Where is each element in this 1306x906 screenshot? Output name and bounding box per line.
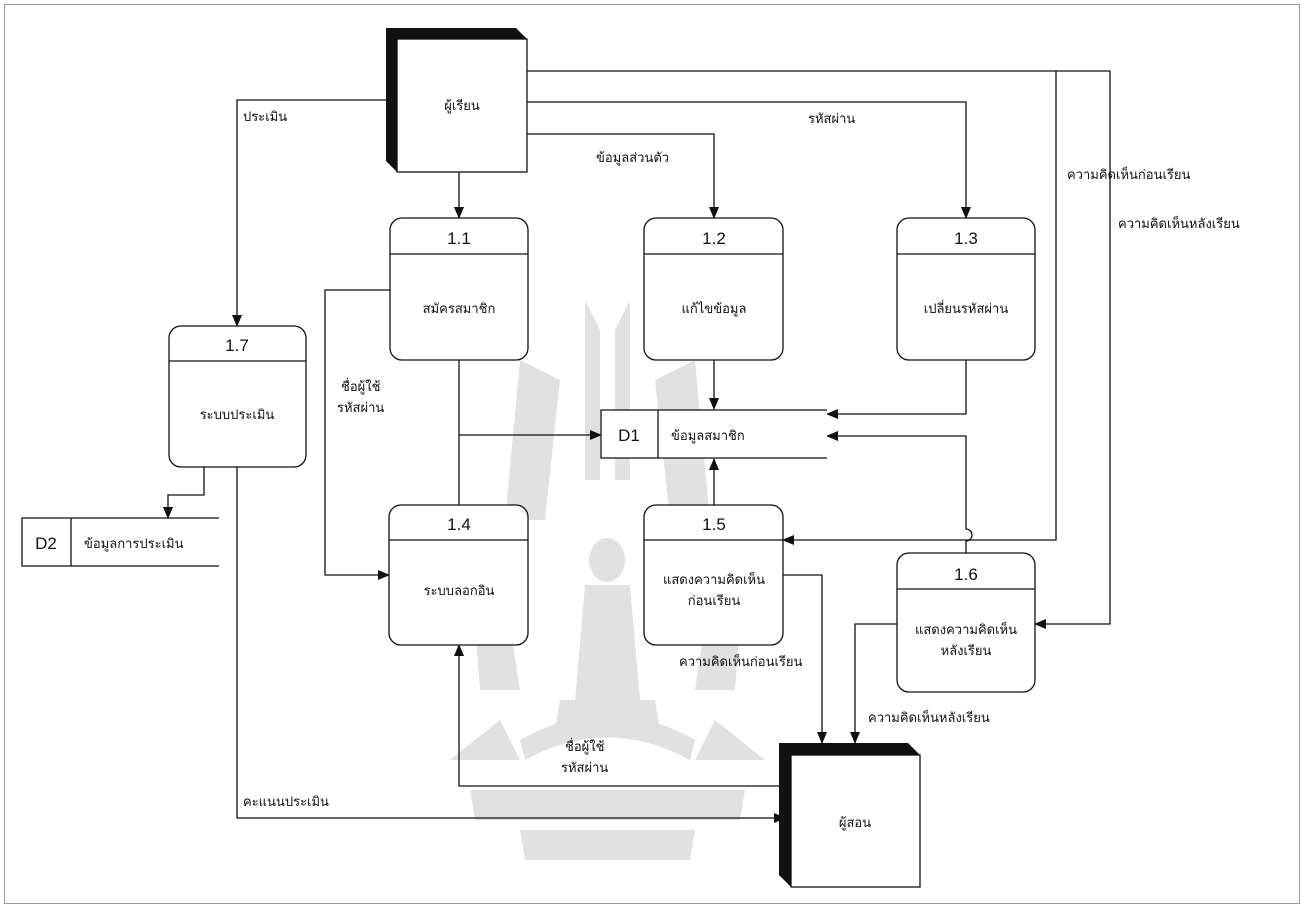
flow-label-teacher-password: รหัสผ่าน <box>561 761 608 776</box>
flow-label-opinion-before-out: ความคิดเห็นก่อนเรียน <box>679 652 803 670</box>
entity-teacher-label: ผู้สอน <box>839 816 871 831</box>
flow-label-username: ชื่อผู้ใช้ <box>341 378 381 395</box>
process-1-7: 1.7 ระบบประเมิน <box>168 325 307 468</box>
process-name: ระบบลอกอิน <box>424 584 495 599</box>
flow-label-personal-info: ข้อมูลส่วนตัว <box>596 151 669 166</box>
flow-label-login-password: รหัสผ่าน <box>337 401 384 416</box>
flow-label-opinion-after-out: ความคิดเห็นหลังเรียน <box>868 708 990 726</box>
watermark-emblem <box>450 300 765 860</box>
process-1-5: 1.5 แสดงความคิดเห็น ก่อนเรียน <box>643 504 784 646</box>
process-1-4: 1.4 ระบบลอกอิน <box>388 504 529 646</box>
process-1-6: 1.6 แสดงความคิดเห็น หลังเรียน <box>896 552 1036 693</box>
process-id: 1.7 <box>225 336 249 355</box>
process-id: 1.4 <box>447 515 471 534</box>
datastore-name: ข้อมูลการประเมิน <box>84 537 184 552</box>
process-id: 1.1 <box>447 229 471 248</box>
entity-learner: ผู้เรียน <box>386 28 528 173</box>
flow-label-password: รหัสผ่าน <box>808 112 855 127</box>
flow-lines <box>163 70 1111 823</box>
flow-label-opinion-before: ความคิดเห็นก่อนเรียน <box>1067 165 1191 183</box>
datastore-name: ข้อมูลสมาชิก <box>671 429 745 444</box>
entity-learner-label: ผู้เรียน <box>444 98 480 114</box>
datastore-id: D1 <box>618 426 640 445</box>
process-1-3: 1.3 เปลี่ยนรหัสผ่าน <box>896 217 1036 361</box>
flow-label-opinion-after: ความคิดเห็นหลังเรียน <box>1118 214 1240 232</box>
process-name: เปลี่ยนรหัสผ่าน <box>924 300 1009 317</box>
flow-label-score: คะแนนประเมิน <box>243 795 329 810</box>
flow-label-evaluate: ประเมิน <box>243 110 287 125</box>
process-name-line2: หลังเรียน <box>941 643 992 659</box>
process-name-line1: แสดงความคิดเห็น <box>915 620 1017 638</box>
process-id: 1.3 <box>954 229 978 248</box>
process-name-line2: ก่อนเรียน <box>688 593 741 609</box>
flow-labels: ประเมิน รหัสผ่าน ข้อมูลส่วนตัว ความคิดเห… <box>243 110 1240 810</box>
process-name: ระบบประเมิน <box>200 408 275 423</box>
process-name: แก้ไขข้อมูล <box>682 301 747 317</box>
datastore-d2: D2 ข้อมูลการประเมิน <box>21 517 219 567</box>
process-name-line1: แสดงความคิดเห็น <box>663 570 765 588</box>
process-id: 1.2 <box>702 229 726 248</box>
entity-teacher: ผู้สอน <box>779 743 921 888</box>
flow-label-teacher-username: ชื่อผู้ใช้ <box>565 738 605 755</box>
process-name: สมัครสมาชิก <box>423 302 496 317</box>
process-1-2: 1.2 แก้ไขข้อมูล <box>643 217 784 361</box>
diagram-frame <box>4 4 1300 904</box>
datastore-d1: D1 ข้อมูลสมาชิก <box>600 409 827 459</box>
process-id: 1.5 <box>702 515 726 534</box>
process-id: 1.6 <box>954 565 978 584</box>
datastore-id: D2 <box>35 534 57 553</box>
process-1-1: 1.1 สมัครสมาชิก <box>389 217 529 361</box>
